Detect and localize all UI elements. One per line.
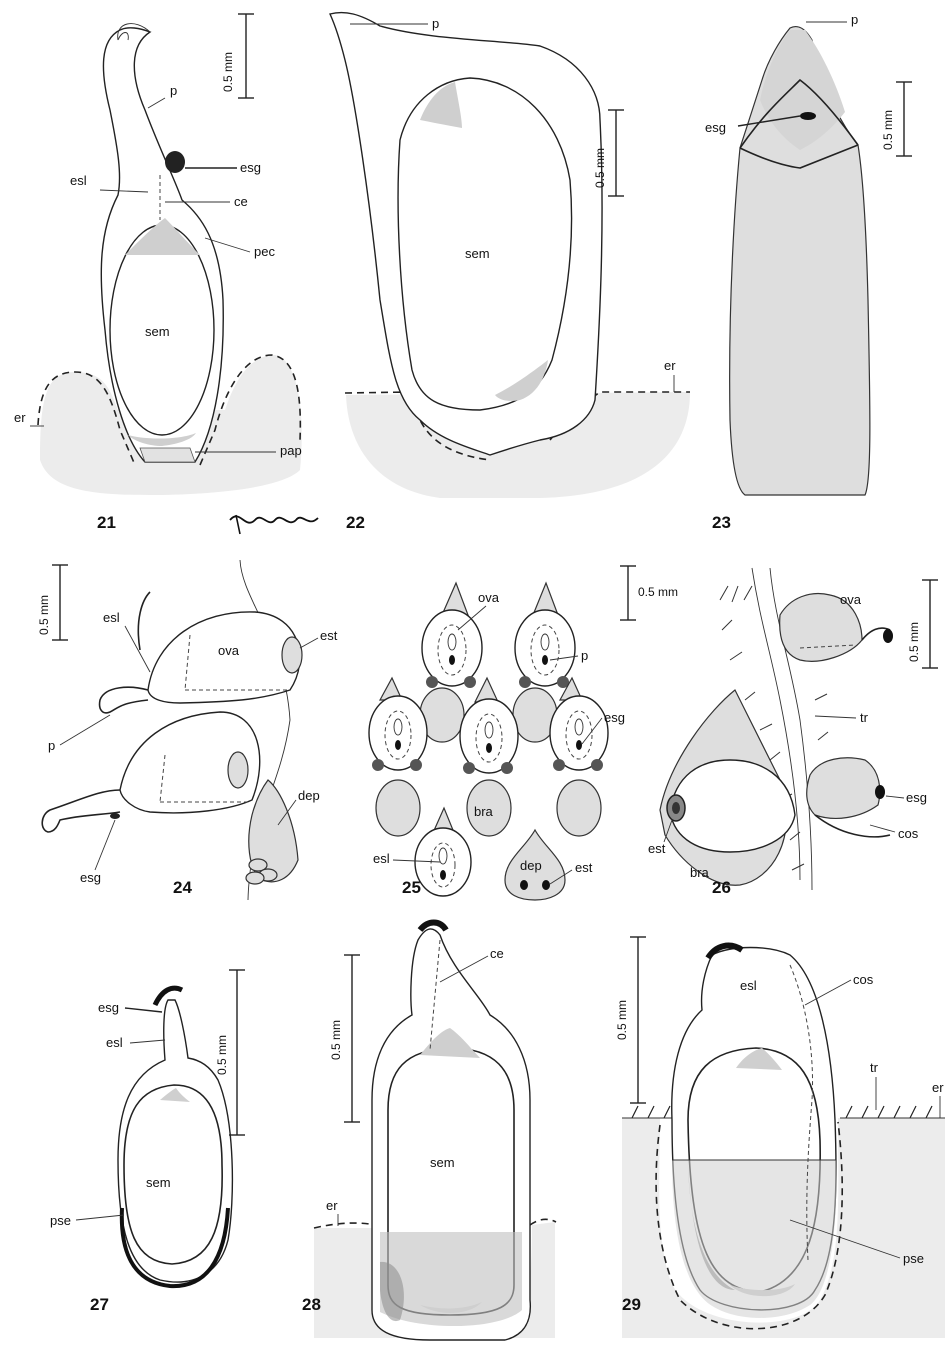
fig25-label-bra: bra — [474, 804, 494, 819]
fig22-label-er: er — [664, 358, 676, 373]
fig25-label-est: est — [575, 860, 593, 875]
artist-signature — [230, 515, 318, 534]
fig26-number: 26 — [712, 878, 731, 897]
fig28-label-er: er — [326, 1198, 338, 1213]
figure-29: esl cos tr er pse 0.5 mm 29 — [615, 937, 945, 1338]
fig24-label-p: p — [48, 738, 55, 753]
figure-21: p esg esl ce pec sem er pap 0.5 mm 21 — [14, 14, 302, 532]
figure-22: p sem er 0.5 mm 22 — [330, 13, 690, 533]
fig25-flower — [422, 583, 482, 688]
figure-28: ce sem er 0.5 mm 28 — [302, 923, 556, 1341]
fig21-label-p: p — [170, 83, 177, 98]
fig29-label-er: er — [932, 1080, 944, 1095]
fig25-scale: 0.5 mm — [638, 585, 678, 599]
fig28-label-ce: ce — [490, 946, 504, 961]
fig25-flower — [369, 678, 427, 771]
fig24-label-dep: dep — [298, 788, 320, 803]
fig22-label-p: p — [432, 16, 439, 31]
fig23-label-p: p — [851, 12, 858, 27]
fig22-label-sem: sem — [465, 246, 490, 261]
fig23-label-esg: esg — [705, 120, 726, 135]
fig21-number: 21 — [97, 513, 116, 532]
fig21-label-pap: pap — [280, 443, 302, 458]
fig26-label-cos: cos — [898, 826, 919, 841]
fig23-number: 23 — [712, 513, 731, 532]
fig24-scale: 0.5 mm — [37, 595, 51, 635]
fig24-label-ova: ova — [218, 643, 240, 658]
fig25-label-p: p — [581, 648, 588, 663]
fig25-label-esg: esg — [604, 710, 625, 725]
fig21-scale: 0.5 mm — [221, 52, 235, 92]
fig25-label-dep: dep — [520, 858, 542, 873]
fig25-label-ova: ova — [478, 590, 500, 605]
fig29-scale: 0.5 mm — [615, 1000, 629, 1040]
fig22-scale: 0.5 mm — [593, 148, 607, 188]
fig21-label-sem: sem — [145, 324, 170, 339]
fig21-label-pec: pec — [254, 244, 275, 259]
fig28-number: 28 — [302, 1295, 321, 1314]
fig29-label-pse: pse — [903, 1251, 924, 1266]
fig27-label-esl: esl — [106, 1035, 123, 1050]
fig29-label-cos: cos — [853, 972, 874, 987]
fig26-label-esg: esg — [906, 790, 927, 805]
fig25-label-esl: esl — [373, 851, 390, 866]
fig21-label-esl: esl — [70, 173, 87, 188]
fig25-flower — [550, 678, 608, 771]
fig24-number: 24 — [173, 878, 192, 897]
fig29-number: 29 — [622, 1295, 641, 1314]
fig21-label-er: er — [14, 410, 26, 425]
fig28-scale: 0.5 mm — [329, 1020, 343, 1060]
fig27-label-sem: sem — [146, 1175, 171, 1190]
figure-25: ova p esg bra dep esl est 0.5 mm 25 — [369, 566, 678, 900]
fig22-number: 22 — [346, 513, 365, 532]
fig29-label-esl: esl — [740, 978, 757, 993]
fig27-label-esg: esg — [98, 1000, 119, 1015]
fig26-label-bra: bra — [690, 865, 710, 880]
fig23-scale: 0.5 mm — [881, 110, 895, 150]
fig25-flower — [415, 808, 471, 896]
fig21-label-ce: ce — [234, 194, 248, 209]
fig24-label-est: est — [320, 628, 338, 643]
figure-27: esg esl sem pse 0.5 mm 27 — [50, 970, 245, 1314]
fig27-label-pse: pse — [50, 1213, 71, 1228]
fig29-label-tr: tr — [870, 1060, 879, 1075]
fig27-scale: 0.5 mm — [215, 1035, 229, 1075]
fig26-label-est: est — [648, 841, 666, 856]
fig24-label-esg: esg — [80, 870, 101, 885]
figure-23: p esg 0.5 mm 23 — [705, 12, 912, 532]
fig26-label-ova: ova — [840, 592, 862, 607]
fig25-number: 25 — [402, 878, 421, 897]
figure-24: esl ova est p esg dep 0.5 mm 24 — [37, 560, 338, 900]
fig24-label-esl: esl — [103, 610, 120, 625]
fig27-number: 27 — [90, 1295, 109, 1314]
fig25-flower — [460, 678, 518, 774]
fig26-label-tr: tr — [860, 710, 869, 725]
fig21-label-esg: esg — [240, 160, 261, 175]
fig25-flower — [515, 583, 575, 688]
fig28-label-sem: sem — [430, 1155, 455, 1170]
figure-26: ova tr esg est bra cos 0.5 mm 26 — [648, 568, 938, 897]
fig26-scale: 0.5 mm — [907, 622, 921, 662]
